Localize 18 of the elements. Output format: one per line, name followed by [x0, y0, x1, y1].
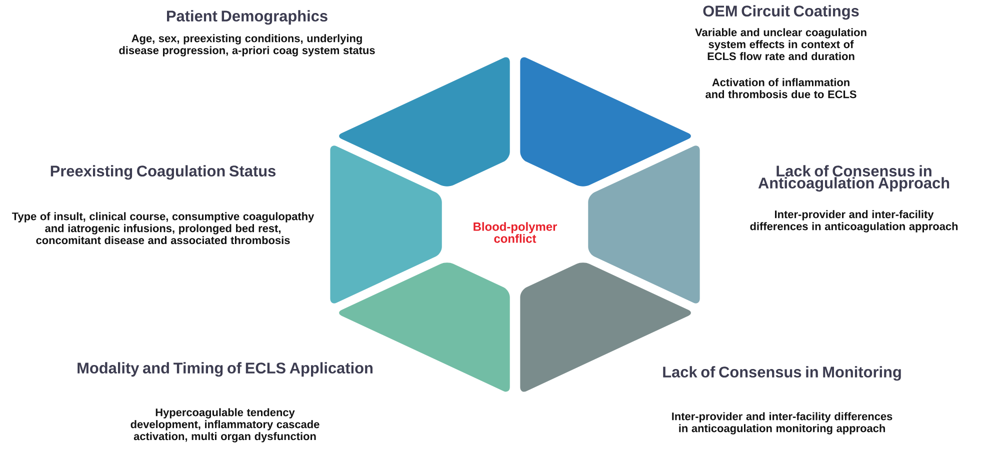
hexagon-segment: [339, 57, 510, 186]
heading: Lack of Consensus in Monitoring: [663, 366, 901, 381]
heading: Patient Demographics: [167, 10, 328, 25]
description-text: Variable and unclear coagulation system effects in context of ECLS flow rate and duration: [695, 28, 866, 60]
description-text: Activation of inflammation and thrombosis due to ECLS: [706, 78, 856, 98]
heading: OEM Circuit Coatings: [703, 5, 859, 20]
hexagon-segment: [330, 146, 442, 304]
center-label: Blood-polymer conflict: [474, 222, 557, 243]
hexagon-segment: [588, 146, 700, 304]
description-text: Inter-provider and inter-facility differences in anticoagulation approach: [750, 210, 958, 232]
description-text: Age, sex, preexisting conditions, underlying disease progression, a-priori coag system status: [119, 34, 375, 56]
description-text: Inter-provider and inter-facility differences in anticoagulation monitoring approach: [672, 412, 892, 434]
heading: Preexisting Coagulation Status: [50, 165, 276, 180]
heading: Lack of Consensus in Anticoagulation Approach: [758, 165, 950, 192]
heading: Modality and Timing of ECLS Application: [78, 362, 372, 377]
description-text: Type of insult, clinical course, consumptive coagulopathy and iatrogenic infusions, prolonged bed rest, concomitant disease and associated thrombosis: [12, 212, 314, 244]
hexagon-segment: [520, 57, 691, 186]
description-text: Hypercoagulable tendency development, inflammatory cascade activation, multi organ dysfunction: [130, 408, 320, 442]
